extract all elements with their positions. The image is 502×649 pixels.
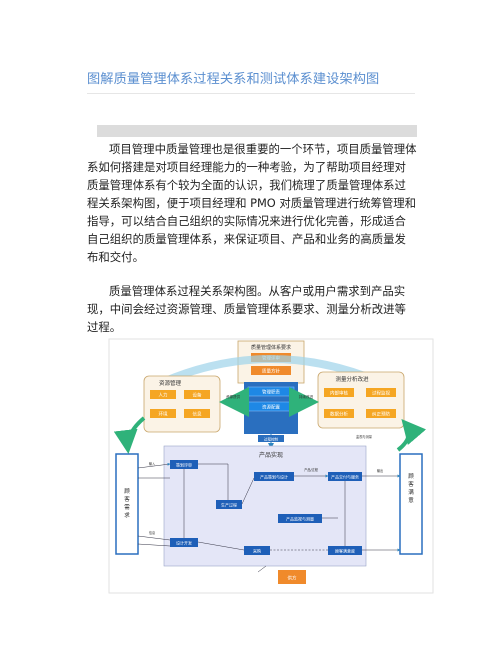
supplier-box [278,570,306,584]
product-title: 产品实现 [259,451,283,459]
resource-item-3: 环境 [159,411,168,418]
customer-requirements-label: 顾 [124,488,130,495]
resource-item-2: 设备 [193,392,202,399]
svg-text:意: 意 [408,496,414,504]
paragraph-intro: 项目管理中质量管理也是很重要的一个环节，项目质量管理体系如何搭建是对项目经理能力… [87,140,417,266]
page-title: 图解质量管理体系过程关系和测试体系建设架构图 [87,72,380,87]
supplier-label: 供方 [288,575,297,582]
measurement-title: 测量分析改进 [335,375,369,383]
resource-title: 资源管理 [159,379,182,387]
paragraph-diagram-text: 质量管理体系过程关系架构图。从客户或用户需求到产品实现，中间会经过资源管理、质量… [87,284,406,334]
svg-text:客: 客 [124,495,130,503]
measure-item-4: 纠正预防 [372,411,390,418]
resource-item-4: 信息 [193,411,202,418]
quality-management-diagram: 质量管理体系要求 管理评审 质量方针 管理职责 资源配置 资源管理 人力 设备 … [108,338,434,594]
svg-text:求: 求 [124,511,130,519]
customer-requirements-box [115,453,139,555]
measure-item-2: 过程监视 [372,390,390,397]
arrow-label-2: 持续改进 [299,394,313,399]
arrow-label-5: 输入 [149,461,156,466]
product-item-1: 策划评审 [176,462,192,468]
svg-text:需: 需 [124,504,130,511]
arrow-label-6: 输出 [377,468,383,473]
paragraph-intro-text: 项目管理中质量管理也是很重要的一个环节，项目质量管理体系如何搭建是对项目经理能力… [87,142,417,264]
arrow-label-8: 信息 [149,530,155,535]
top-item-2: 质量方针 [262,368,280,375]
svg-text:客: 客 [408,480,414,488]
svg-text:满: 满 [408,488,414,496]
image-placeholder-bar [97,125,417,137]
customer-satisfaction-label: 顾 [408,473,414,480]
measure-item-3: 数据分析 [330,411,348,418]
arrow-label-3: 过程控制 [264,437,278,442]
product-item-8: 顾客满意度 [335,548,355,554]
product-item-2: 产品策划与设计 [260,474,288,480]
center-item-2: 资源配置 [262,404,280,411]
product-item-3: 产品交付与服务 [331,474,359,480]
arrow-label-7: 监视与测量 [356,434,373,439]
resource-item-1: 人力 [159,392,168,399]
product-item-5: 设计开发 [176,540,192,546]
measure-item-1: 内部审核 [330,390,348,397]
paragraph-diagram-intro: 质量管理体系过程关系架构图。从客户或用户需求到产品实现，中间会经过资源管理、质量… [87,282,417,336]
customer-satisfaction-box [399,453,423,555]
top-box-title: 质量管理体系要求 [251,344,291,351]
arrow-label-4: 产品/过程 [304,467,319,472]
product-item-7: 采购 [253,548,261,554]
product-item-4: 生产过程 [221,502,237,508]
arrow-label-1: 资源提供 [226,394,240,399]
center-item-1: 管理职责 [262,389,280,396]
resource-box [143,375,221,433]
product-item-6: 产品监视与测量 [286,516,314,522]
title-divider [87,93,415,94]
